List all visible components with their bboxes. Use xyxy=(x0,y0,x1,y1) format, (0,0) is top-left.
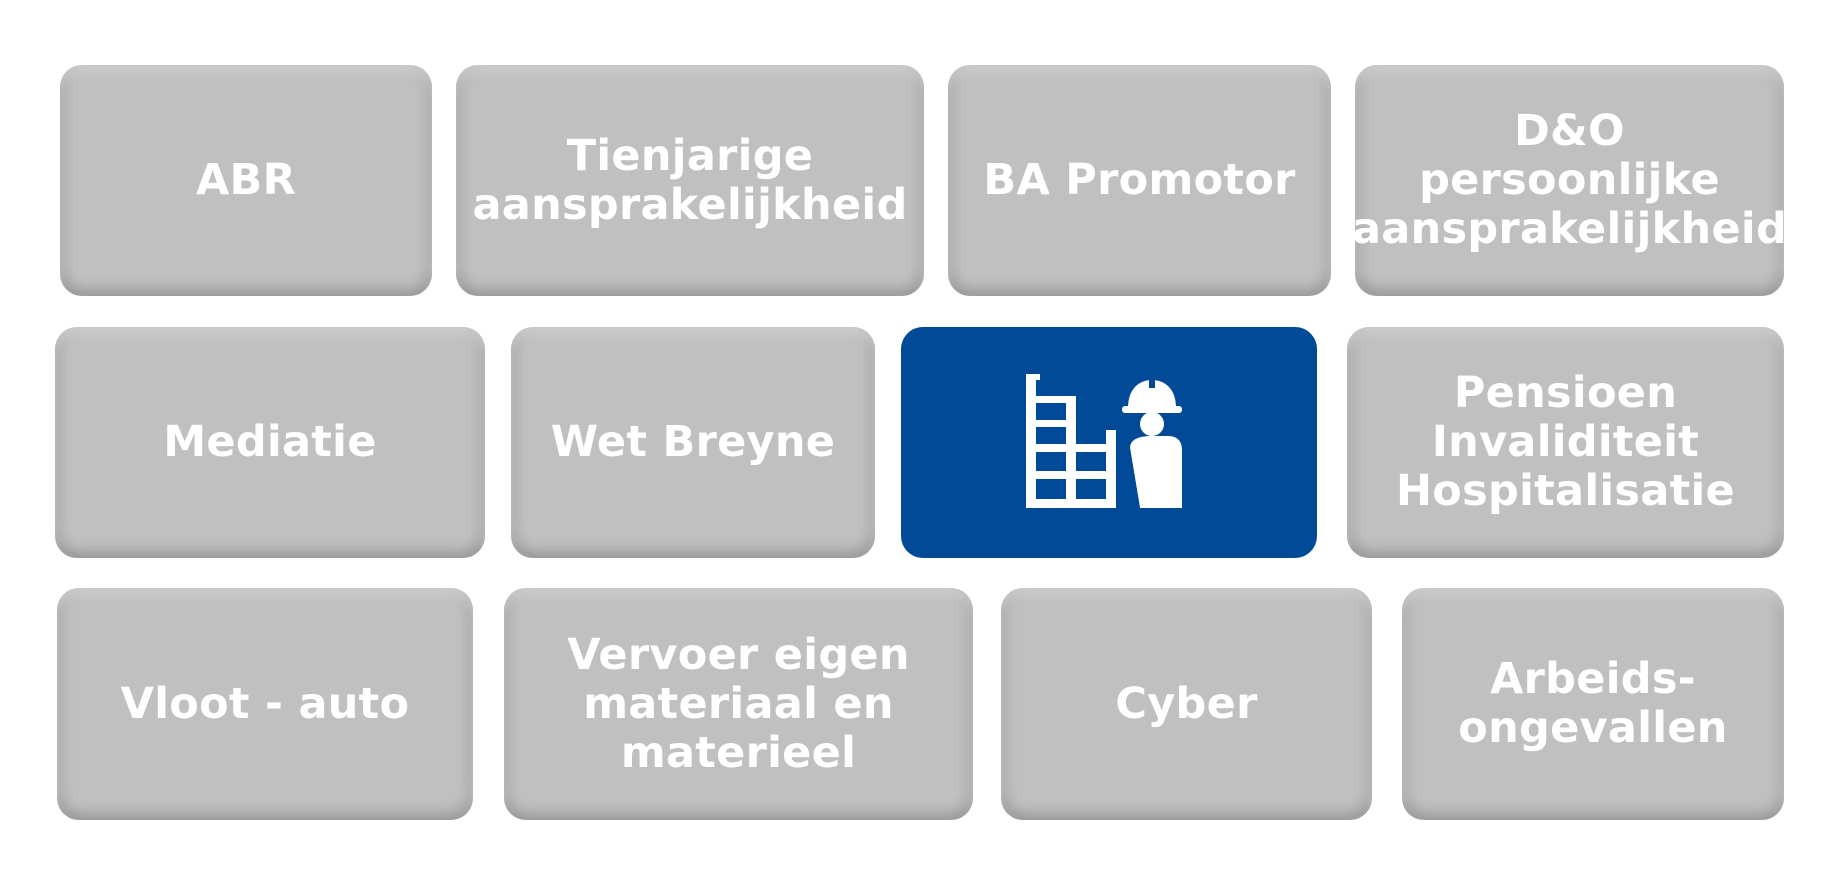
tile-label-vloot: Vloot - auto xyxy=(120,678,410,729)
tile-label-tienjarige: Tienjarige aansprakelijkheid xyxy=(472,130,908,230)
tile-label-pensioen: Pensioen Invaliditeit Hospitalisatie xyxy=(1396,368,1735,516)
tile-label-mediatie: Mediatie xyxy=(163,417,377,467)
tile-label-ba-promotor: BA Promotor xyxy=(983,155,1296,205)
tile-cyber[interactable]: Cyber xyxy=(1001,588,1372,820)
tile-label-cyber: Cyber xyxy=(1115,678,1258,729)
tile-vloot-auto[interactable]: Vloot - auto xyxy=(57,588,473,820)
tile-construction-highlight[interactable] xyxy=(901,327,1317,558)
tile-abr[interactable]: ABR xyxy=(60,65,432,296)
tile-label-abr: ABR xyxy=(195,155,297,205)
tile-label-arbeidsongevallen: Arbeids- ongevallen xyxy=(1458,654,1728,753)
tile-tienjarige-aansprakelijkheid[interactable]: Tienjarige aansprakelijkheid xyxy=(456,65,924,296)
tile-vervoer-eigen-materiaal[interactable]: Vervoer eigen materiaal en materieel xyxy=(504,588,973,820)
tile-ba-promotor[interactable]: BA Promotor xyxy=(948,65,1331,296)
tile-pensioen-invaliditeit-hospitalisatie[interactable]: Pensioen Invaliditeit Hospitalisatie xyxy=(1347,327,1784,558)
tile-wet-breyne[interactable]: Wet Breyne xyxy=(511,327,875,558)
tile-d-and-o[interactable]: D&O persoonlijke aansprakelijkheid xyxy=(1351,65,1788,296)
tile-label-d-and-o: D&O persoonlijke aansprakelijkheid xyxy=(1351,106,1788,254)
tile-mediatie[interactable]: Mediatie xyxy=(55,327,485,558)
tile-label-wet-breyne: Wet Breyne xyxy=(550,417,836,467)
construction-worker-scaffolding-icon xyxy=(1026,373,1182,508)
tile-arbeidsongevallen[interactable]: Arbeids- ongevallen xyxy=(1402,588,1784,820)
tile-label-vervoer: Vervoer eigen materiaal en materieel xyxy=(567,629,910,778)
